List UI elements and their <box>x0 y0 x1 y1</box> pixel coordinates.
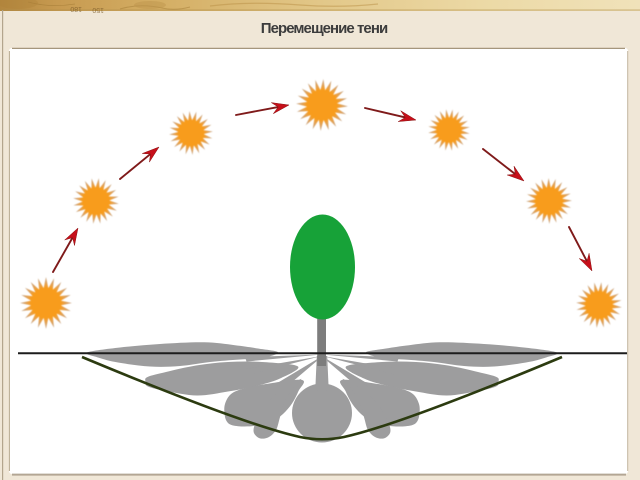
svg-text:150: 150 <box>92 6 104 13</box>
svg-text:Перемещение тени: Перемещение тени <box>261 20 388 37</box>
svg-text:180: 180 <box>70 5 82 12</box>
